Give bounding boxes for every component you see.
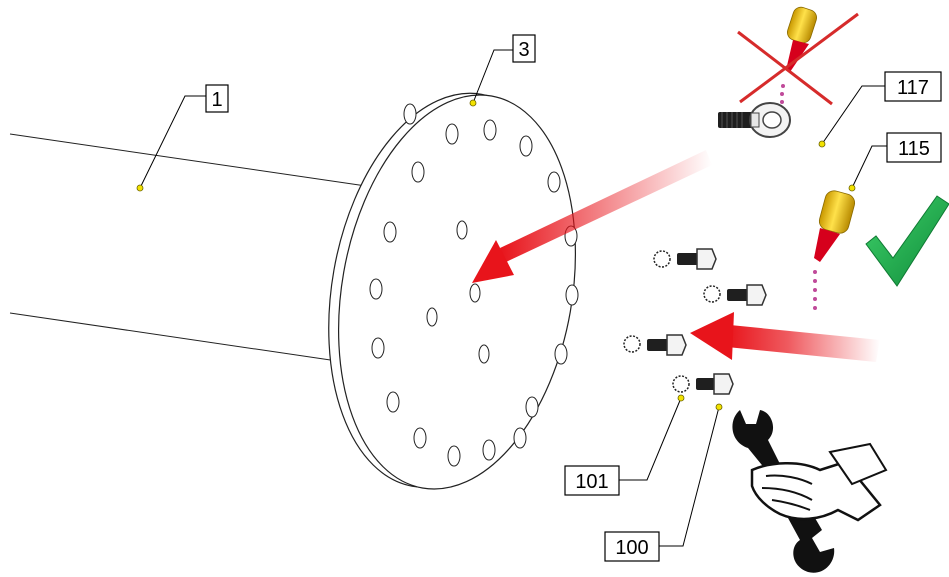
callout-101: 101 xyxy=(564,394,685,496)
hex-bolt-icon xyxy=(672,373,734,395)
lock-washer-icon xyxy=(703,285,721,303)
bolt-set xyxy=(623,248,767,395)
callout-115: 115 xyxy=(848,132,942,192)
hex-bolt-icon xyxy=(623,334,687,356)
threadlocker-approved-group xyxy=(813,190,949,310)
wrench-hand-icon xyxy=(732,410,888,573)
callout-label: 115 xyxy=(898,138,930,160)
red-cross-icon xyxy=(737,12,859,106)
lock-washer-icon xyxy=(672,375,690,393)
callout-label: 1 xyxy=(211,89,222,111)
hex-bolt-icon xyxy=(703,284,767,306)
lock-washer-icon xyxy=(623,335,641,353)
arrow-bolts-direction xyxy=(690,312,880,362)
no-threadlocker-group xyxy=(737,6,859,112)
eye-bolt-icon xyxy=(718,102,791,138)
callout-label: 3 xyxy=(518,39,529,61)
callout-100: 100 xyxy=(604,403,723,562)
threadlocker-tube-icon xyxy=(813,190,856,310)
flange-disc xyxy=(328,92,579,490)
callout-3: 3 xyxy=(469,34,536,107)
callout-label: 101 xyxy=(575,471,608,493)
callout-117: 117 xyxy=(818,71,942,148)
callout-label: 100 xyxy=(615,537,648,559)
callout-1: 1 xyxy=(136,84,229,192)
flange-holes xyxy=(369,103,579,467)
shaft xyxy=(9,133,367,363)
arrow-eye-bolt-direction xyxy=(472,150,712,283)
lock-washer-icon xyxy=(653,250,671,268)
check-mark-icon xyxy=(865,195,949,287)
hex-bolt-icon xyxy=(653,248,717,270)
callout-label: 117 xyxy=(897,77,929,99)
